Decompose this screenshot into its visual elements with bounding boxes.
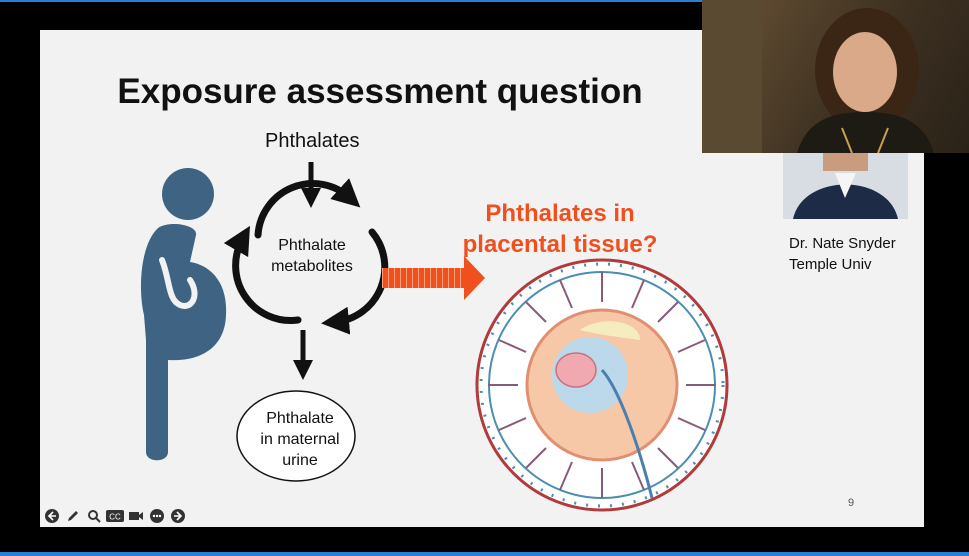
placenta-question-line: placental tissue? bbox=[462, 231, 658, 258]
down-arrow-icon bbox=[293, 162, 321, 380]
metabolites-line: metabolites bbox=[271, 258, 353, 275]
slide-diagram bbox=[140, 162, 729, 512]
captions-text: CC bbox=[109, 513, 121, 522]
next-icon[interactable] bbox=[169, 507, 187, 525]
orange-arrow-icon bbox=[382, 256, 485, 300]
metabolism-cycle-arrows bbox=[223, 178, 389, 335]
speaker-name: Dr. Nate Snyder bbox=[789, 235, 896, 252]
urine-ellipse bbox=[236, 390, 356, 482]
speaker-thumbnail-portrait bbox=[783, 153, 908, 219]
pregnant-woman-icon bbox=[140, 168, 227, 461]
speaker-portrait bbox=[702, 0, 934, 153]
video-icon[interactable] bbox=[127, 507, 145, 525]
captions-icon[interactable]: CC bbox=[106, 507, 124, 525]
urine-line: in maternal bbox=[260, 431, 340, 448]
metabolites-line: Phthalate bbox=[278, 237, 346, 254]
placenta-question: Phthalates in placental tissue? bbox=[445, 198, 675, 260]
placenta-question-line: Phthalates in bbox=[485, 200, 635, 227]
pen-icon[interactable] bbox=[64, 507, 82, 525]
placenta-fetus-illustration bbox=[475, 258, 729, 512]
phthalates-label: Phthalates bbox=[265, 130, 360, 152]
speaker-caption: Dr. Nate Snyder Temple Univ bbox=[789, 233, 896, 275]
zoom-icon[interactable] bbox=[85, 507, 103, 525]
urine-label: Phthalate in maternal urine bbox=[245, 408, 355, 471]
previous-icon[interactable] bbox=[43, 507, 61, 525]
slide-number: 9 bbox=[848, 497, 855, 509]
speaker-video bbox=[702, 0, 969, 153]
urine-line: urine bbox=[282, 452, 318, 469]
metabolites-label: Phthalate metabolites bbox=[257, 235, 367, 277]
slide-title: Exposure assessment question bbox=[117, 72, 643, 111]
window-top-border bbox=[0, 0, 969, 2]
slide-toolbar: CC bbox=[40, 506, 187, 526]
urine-line: Phthalate bbox=[266, 410, 334, 427]
window-bottom-border bbox=[0, 552, 969, 556]
speaker-thumbnail bbox=[783, 153, 908, 219]
speaker-affiliation: Temple Univ bbox=[789, 256, 872, 273]
more-icon[interactable] bbox=[148, 507, 166, 525]
